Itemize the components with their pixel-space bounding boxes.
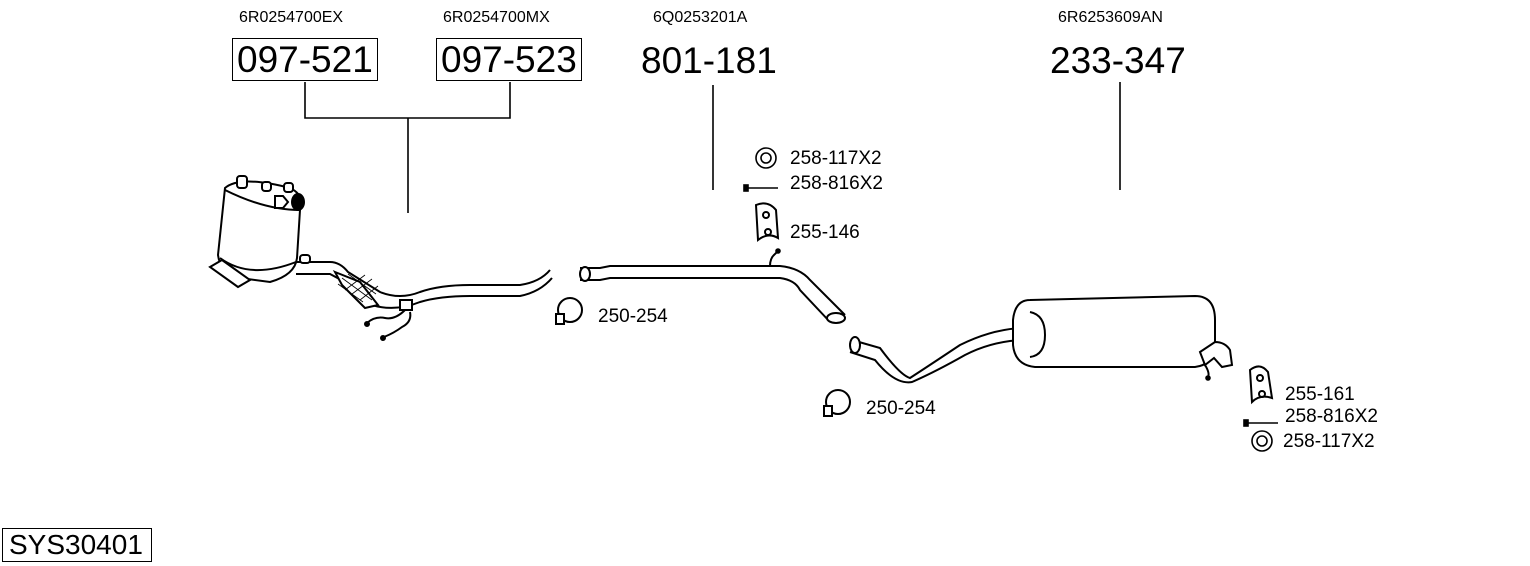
middle-pipe bbox=[579, 248, 846, 324]
clamp-icon bbox=[823, 389, 851, 417]
clamp-icon bbox=[555, 297, 583, 325]
accessory-ring-rear[interactable]: 258-117X2 bbox=[1283, 431, 1375, 452]
system-id: SYS30401 bbox=[2, 528, 152, 562]
part-number-rear-silencer[interactable]: 233-347 bbox=[1050, 40, 1186, 81]
hanger-icon bbox=[754, 202, 780, 242]
accessory-clamp-2[interactable]: 250-254 bbox=[866, 398, 936, 419]
part-number-middle-pipe[interactable]: 801-181 bbox=[641, 40, 777, 81]
ring-icon bbox=[1251, 430, 1273, 452]
accessory-bolt-rear[interactable]: 258-816X2 bbox=[1285, 406, 1378, 427]
part-number-dpf-b[interactable]: 097-523 bbox=[436, 38, 582, 81]
rear-silencer bbox=[849, 294, 1234, 384]
oe-number-dpf-b: 6R0254700MX bbox=[443, 9, 550, 26]
part-number-dpf-a[interactable]: 097-521 bbox=[232, 38, 378, 81]
accessory-bolt-front[interactable]: 258-816X2 bbox=[790, 173, 883, 194]
accessory-clamp-1[interactable]: 250-254 bbox=[598, 306, 668, 327]
accessory-hanger-front[interactable]: 255-146 bbox=[790, 222, 860, 243]
hanger-icon bbox=[1248, 365, 1274, 405]
diesel-particulate-filter bbox=[208, 175, 553, 341]
bolt-icon bbox=[743, 184, 778, 192]
oe-number-dpf-a: 6R0254700EX bbox=[239, 9, 344, 26]
leader-lines bbox=[304, 82, 1121, 213]
accessory-ring-front[interactable]: 258-117X2 bbox=[790, 148, 882, 169]
ring-icon bbox=[755, 147, 777, 169]
accessory-hanger-rear[interactable]: 255-161 bbox=[1285, 384, 1355, 405]
oe-number-rear-silencer: 6R6253609AN bbox=[1058, 9, 1163, 26]
bolt-icon bbox=[1243, 419, 1278, 427]
oe-number-middle-pipe: 6Q0253201A bbox=[653, 9, 748, 26]
